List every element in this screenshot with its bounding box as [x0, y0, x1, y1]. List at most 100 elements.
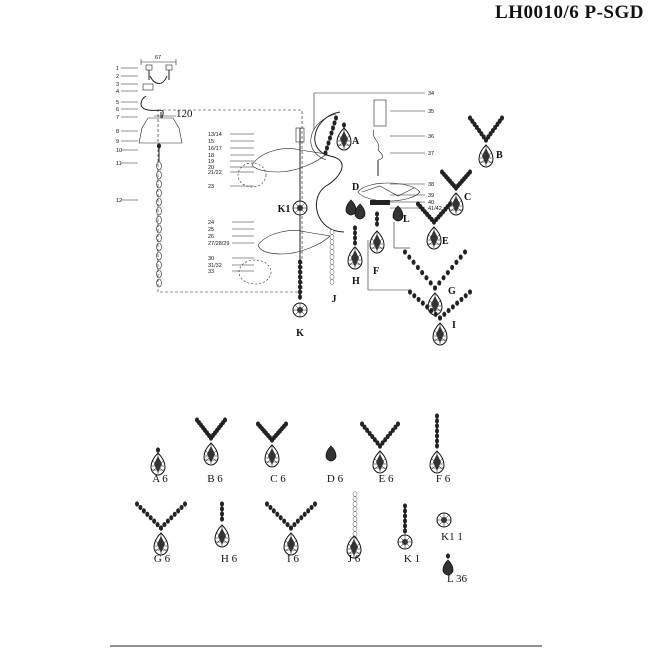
part-label-F: F 6	[436, 473, 451, 485]
callout-31-32: 31/32	[208, 263, 222, 269]
g-garland-bead	[445, 269, 450, 276]
part-qty: 6	[293, 553, 299, 565]
ceiling-screw	[165, 64, 173, 71]
i-garland-bead	[433, 311, 438, 317]
part-letter: E	[379, 473, 388, 485]
arm-scroll-inner	[310, 113, 337, 161]
j-strand-bead	[329, 249, 335, 255]
callout-24: 24	[208, 220, 214, 226]
legend-h-drop	[214, 524, 230, 548]
callout-19: 19	[208, 159, 214, 165]
legend-f-bead	[435, 418, 439, 424]
legend-j-bead	[352, 501, 358, 507]
chain-link	[156, 206, 162, 216]
legend-k-ball	[397, 534, 413, 550]
legend-g-drop	[153, 532, 169, 556]
legend-b-bead	[209, 435, 213, 441]
i-garland-bead	[455, 300, 460, 306]
legend-g-bead	[155, 521, 160, 528]
legend-a-bead	[156, 447, 160, 453]
i-garland-bead	[442, 311, 447, 317]
legend-j-bead	[352, 516, 358, 522]
callout-2: 2	[116, 74, 119, 80]
callout-36: 36	[428, 134, 434, 140]
label-L: L	[403, 214, 410, 225]
label-D: D	[352, 182, 359, 193]
legend-g-bead	[179, 504, 184, 511]
k-strand-bead	[298, 274, 302, 280]
g-garland-bead	[428, 280, 433, 286]
g-garland-bead	[433, 285, 437, 291]
legend-i-bead	[265, 501, 269, 507]
part-letter: A	[152, 473, 162, 485]
i-garland-bead	[412, 293, 417, 299]
j-strand-bead	[329, 254, 335, 260]
j-strand-bead	[329, 239, 335, 245]
h-pendant-bead	[353, 230, 357, 236]
label-K: K	[296, 328, 304, 339]
h-pendant-bead	[353, 240, 357, 246]
legend-f-bead	[435, 438, 439, 444]
legend-j-bead	[352, 526, 358, 532]
legend-k-bead	[403, 518, 407, 524]
legend-h-bead	[220, 511, 224, 517]
e-garland-bead	[432, 219, 436, 225]
part-qty: 6	[388, 473, 394, 485]
legend-g-bead	[135, 501, 139, 507]
arm-scroll-bead	[323, 150, 328, 156]
arm-scroll-bead	[331, 125, 335, 131]
h-pendant-bead	[353, 235, 357, 241]
part-letter: H	[221, 553, 232, 565]
legend-i-bead	[295, 518, 300, 524]
part-letter: C	[270, 473, 280, 485]
i-garland-bead	[416, 296, 421, 303]
chain-link	[156, 188, 162, 198]
g-garland-bead	[450, 264, 455, 271]
callout-3: 3	[116, 82, 119, 88]
part-qty: 6	[217, 473, 223, 485]
arm-scroll-bead	[332, 120, 337, 126]
part-label-D: D 6	[327, 473, 344, 485]
callout-40: 40	[428, 200, 434, 206]
lower-bobeche	[257, 230, 331, 255]
label-B: B	[496, 150, 503, 161]
chain-link	[156, 269, 162, 279]
i-garland-bead	[446, 307, 451, 314]
part-letter: K	[404, 553, 415, 565]
label-E: E	[442, 236, 449, 247]
callout-15: 15	[208, 139, 214, 145]
detail-circle	[237, 162, 267, 188]
chain-link	[156, 242, 162, 252]
dim-label-canopy: 120	[176, 108, 193, 120]
part-qty: 36	[456, 573, 468, 585]
k-strand-bead	[298, 284, 302, 290]
a-pendant-bead	[342, 122, 346, 128]
legend-i-bead	[292, 521, 297, 528]
part-qty: 1	[457, 531, 463, 543]
chain-link	[156, 260, 162, 270]
callout-26: 26	[208, 234, 214, 240]
legend-c-drop	[264, 444, 280, 468]
legend-g-bead	[162, 521, 167, 528]
j-strand-bead	[329, 229, 335, 235]
legend-g-bead	[145, 511, 150, 517]
part-label-A: A 6	[152, 473, 168, 485]
callout-6: 6	[116, 107, 119, 113]
arm-scroll-bead	[326, 140, 331, 146]
part-label-I: I 6	[287, 553, 299, 565]
part-qty: 6	[232, 553, 238, 565]
legend-j-bead	[352, 496, 358, 502]
g-garland-bead	[454, 259, 459, 265]
i-garland-bead	[429, 307, 434, 314]
k-strand-bead	[298, 259, 302, 265]
part-qty: 6	[165, 553, 171, 565]
j-strand-bead	[329, 279, 335, 285]
legend-i-bead	[309, 504, 314, 511]
callout-21-22: 21/22	[208, 170, 222, 176]
legend-e-drop	[372, 450, 388, 474]
legend-h-bead	[220, 506, 224, 512]
chain-link	[156, 197, 162, 207]
part-label-L: L 36	[447, 573, 468, 585]
part-qty: 6	[338, 473, 344, 485]
callout-37: 37	[428, 151, 434, 157]
